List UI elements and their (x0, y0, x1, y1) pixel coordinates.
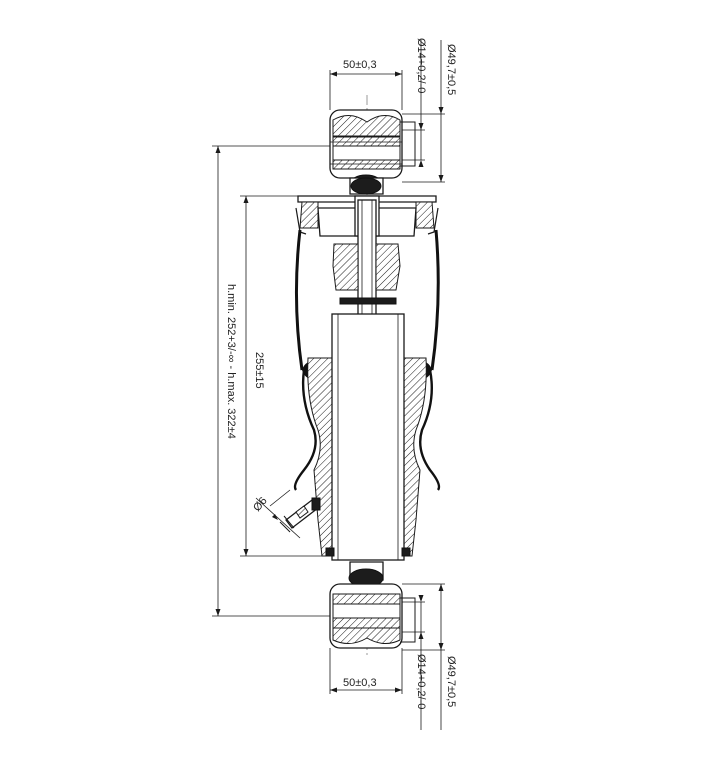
bellows-length-dimension (240, 195, 332, 557)
damper-cylinder (331, 313, 405, 561)
overall-height-dimension (212, 145, 330, 617)
port-diameter-label: Ø6 (251, 495, 270, 514)
air-port-fitting (279, 497, 321, 533)
port-diameter-dimension (255, 489, 301, 539)
bottom-eye-diameter-dimensions (402, 583, 445, 730)
top-eye-width-label: 50±0,3 (343, 59, 377, 71)
bottom-eye-width-label: 50±0,3 (343, 677, 377, 689)
top-eye-diameter-label: Ø49,7±0,5 (445, 44, 457, 95)
bottom-eye-bore-label: Ø14+0,2/-0 (415, 654, 427, 709)
top-eye-width-dimension (329, 70, 403, 110)
top-eye-bore-label: Ø14+0,2/-0 (415, 38, 427, 93)
bump-stop (332, 243, 401, 291)
lower-piston-right (403, 357, 427, 557)
bellows-length-label: 255±15 (253, 352, 265, 389)
top-eye-bushing (329, 109, 416, 179)
bottom-eye-width-dimension (329, 648, 403, 694)
overall-height-label: h.min. 252+3/-∞ - h.max. 322±4 (225, 284, 237, 439)
bottom-eye-bushing (329, 583, 416, 649)
top-eye-diameter-dimensions (402, 40, 445, 183)
bottom-eye-diameter-label: Ø49,7±0,5 (445, 656, 457, 707)
